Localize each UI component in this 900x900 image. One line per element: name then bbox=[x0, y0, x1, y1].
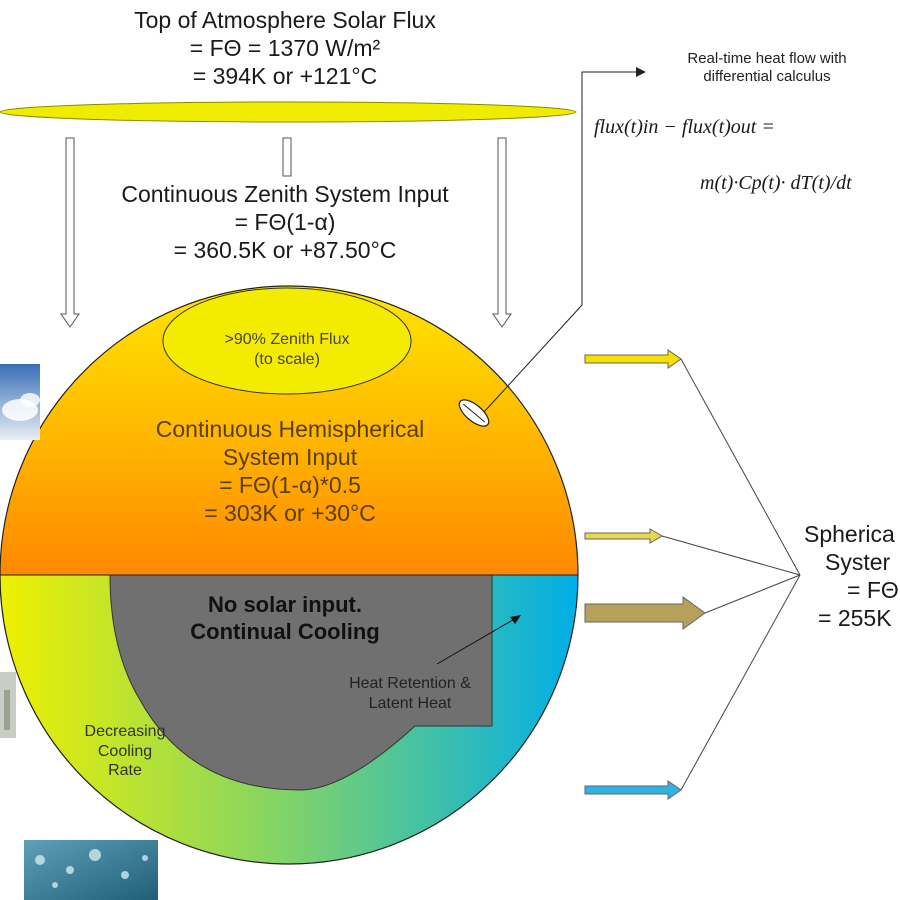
realtime-label: Real-time heat flow with differential ca… bbox=[652, 50, 882, 87]
realtime-line1: Real-time heat flow with bbox=[687, 50, 847, 67]
output-arrow-thin bbox=[584, 528, 663, 544]
spherical-line1: Spherica bbox=[804, 521, 895, 547]
spherical-line4: = 255K bbox=[818, 605, 892, 632]
zenith-input-label: Continuous Zenith System Input = FΘ(1-α)… bbox=[75, 180, 495, 264]
down-arrow-right bbox=[492, 137, 512, 328]
zenith-flux-label: >90% Zenith Flux (to scale) bbox=[187, 330, 387, 369]
callout-line bbox=[483, 71, 636, 413]
converge-line-1 bbox=[680, 358, 801, 576]
hemi-line2: System Input bbox=[222, 444, 358, 471]
retention-arrow-line bbox=[436, 616, 519, 665]
zenith-flux-ellipse bbox=[162, 287, 412, 395]
spherical-line3: = FΘ bbox=[847, 577, 899, 604]
spherical-line2: Syster bbox=[825, 549, 891, 576]
retention-line2: Latent Heat bbox=[368, 694, 452, 712]
realtime-line2: differential calculus bbox=[703, 68, 831, 86]
hemispherical-input-label: Continuous Hemispherical System Input = … bbox=[100, 415, 480, 527]
decreasing-line3: Rate bbox=[108, 762, 142, 780]
top-flux-title: Top of Atmosphere Solar Flux bbox=[134, 7, 436, 33]
output-arrow-thick bbox=[584, 596, 706, 630]
zenith-title: Continuous Zenith System Input bbox=[121, 181, 449, 207]
hemi-line4: = 303K or +30°C bbox=[204, 500, 376, 527]
converge-line-3 bbox=[704, 574, 801, 614]
down-arrow-middle bbox=[282, 137, 292, 177]
zenith-flux-line2: (to scale) bbox=[254, 350, 320, 368]
decreasing-line1: Decreasing bbox=[84, 723, 166, 740]
converge-line-4 bbox=[680, 574, 801, 791]
decreasing-line2: Cooling bbox=[97, 742, 153, 760]
night-core bbox=[109, 574, 493, 791]
top-flux-line2: = 394K or +121°C bbox=[192, 63, 378, 90]
output-arrow-blue bbox=[584, 780, 682, 800]
zenith-line2: = 360.5K or +87.50°C bbox=[173, 237, 397, 264]
equation-rhs: m(t)·Cp(t)· dT(t)/dt bbox=[700, 172, 852, 194]
down-arrow-left bbox=[60, 137, 80, 328]
equation-lhs: flux(t)in − flux(t)out = bbox=[594, 116, 775, 138]
spherical-label: Spherica Syster = FΘ = 255K bbox=[792, 520, 900, 632]
hemi-line1: Continuous Hemispherical bbox=[155, 416, 425, 442]
hemi-line3: = FΘ(1-α)*0.5 bbox=[219, 472, 361, 499]
top-flux-line1: = FΘ = 1370 W/m² bbox=[189, 35, 381, 62]
dew-photo-thumbnail bbox=[24, 840, 158, 900]
retention-label: Heat Retention & Latent Heat bbox=[320, 674, 500, 713]
fog-photo-thumbnail bbox=[0, 672, 16, 738]
zenith-flux-line1: >90% Zenith Flux bbox=[224, 331, 350, 348]
retention-arrowhead bbox=[510, 615, 521, 624]
night-line2: Continual Cooling bbox=[190, 618, 380, 644]
atmosphere-ellipse bbox=[0, 101, 577, 123]
callout-arrowhead bbox=[636, 67, 646, 77]
top-flux-label: Top of Atmosphere Solar Flux = FΘ = 1370… bbox=[70, 6, 500, 90]
night-line1: No solar input. bbox=[208, 592, 362, 617]
night-label: No solar input. Continual Cooling bbox=[120, 592, 450, 646]
decreasing-label: Decreasing Cooling Rate bbox=[40, 722, 210, 781]
converge-line-2 bbox=[661, 535, 801, 576]
output-arrow-yellow bbox=[584, 349, 682, 369]
zenith-line1: = FΘ(1-α) bbox=[234, 209, 336, 236]
sample-volume-icon bbox=[458, 399, 490, 427]
cloud-photo-thumbnail bbox=[0, 364, 40, 440]
retention-line1: Heat Retention & bbox=[349, 675, 471, 692]
